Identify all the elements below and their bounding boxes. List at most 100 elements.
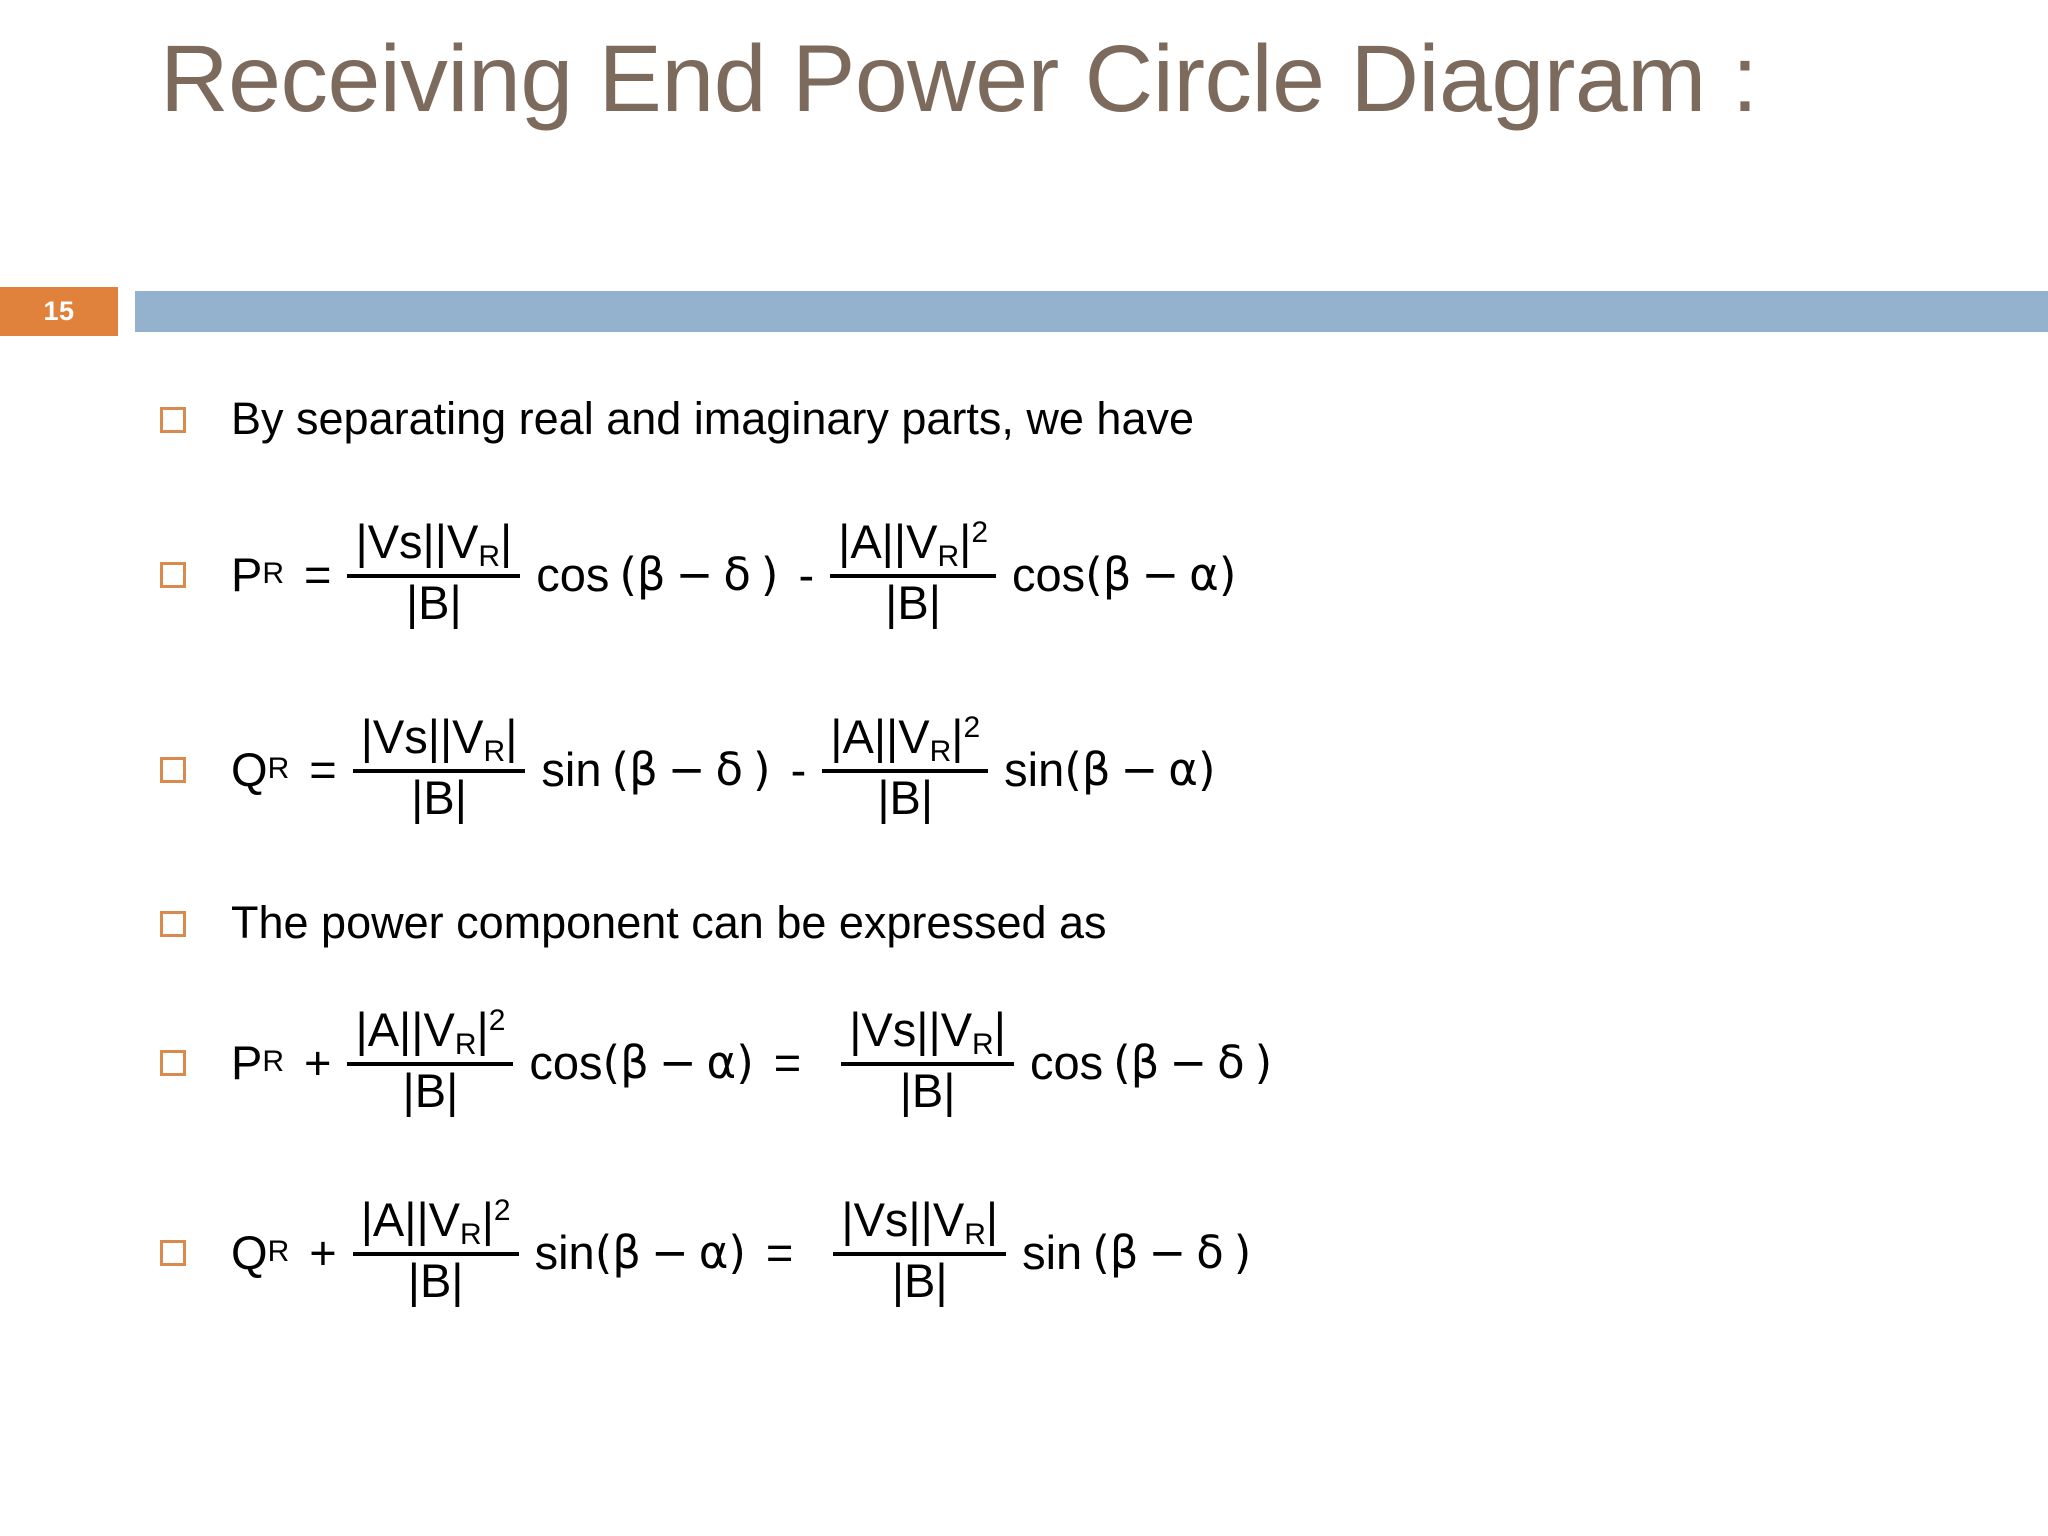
- greek-delta: δ: [723, 547, 751, 601]
- fraction-a-vr2-over-b: |A||VR|2 |B|: [822, 713, 989, 824]
- fraction-denominator: |B|: [877, 770, 934, 824]
- paren-close: ): [1197, 742, 1216, 796]
- greek-beta: β: [1109, 1225, 1139, 1279]
- greek-beta: β: [636, 547, 666, 601]
- minus-sign: −: [1148, 1225, 1187, 1279]
- num-text-a: |Vs||V: [841, 1193, 965, 1246]
- operator-equals: =: [765, 1225, 794, 1279]
- greek-beta: β: [620, 1035, 649, 1089]
- greek-delta: δ: [715, 742, 744, 796]
- header-accent-bar: [135, 291, 2048, 332]
- paren-open: (: [1064, 742, 1082, 796]
- fraction-numerator: |A||VR|2: [353, 1196, 519, 1252]
- operator-minus: -: [798, 547, 815, 601]
- greek-alpha: α: [698, 1225, 729, 1279]
- num-text-b: |: [951, 710, 964, 763]
- num-text-a: |A||V: [838, 515, 938, 568]
- fraction-a-vr2-over-b: |A||VR|2 |B|: [347, 1003, 514, 1117]
- variable-p: P: [231, 547, 263, 601]
- trig-function-sin: sin: [541, 742, 602, 796]
- fraction-vs-vr-over-b: |Vs||VR| |B|: [833, 1196, 1007, 1307]
- fraction-numerator: |Vs||VR|: [347, 518, 520, 574]
- fraction-vs-vr-over-b: |Vs||VR| |B|: [352, 713, 526, 824]
- page-number-label: 15: [43, 296, 75, 326]
- num-subscript: R: [929, 735, 952, 769]
- num-superscript: 2: [493, 1194, 511, 1228]
- fraction-denominator: |B|: [407, 1253, 464, 1307]
- operator-minus: -: [790, 742, 807, 796]
- fraction-denominator: |B|: [411, 770, 467, 824]
- greek-alpha: α: [1168, 742, 1198, 796]
- trig-function-sin: sin: [534, 1225, 595, 1279]
- minus-sign: −: [1120, 742, 1159, 796]
- trig-function-cos: cos: [1012, 547, 1086, 601]
- num-text-b: |: [481, 1193, 494, 1246]
- square-bullet-icon: [160, 1050, 186, 1077]
- minus-sign: −: [1141, 547, 1180, 601]
- fraction-numerator: |Vs||VR|: [841, 1006, 1014, 1062]
- fraction-denominator: |B|: [402, 1063, 459, 1117]
- minus-sign: −: [667, 742, 706, 796]
- operator-equals: =: [309, 742, 337, 796]
- page-number-badge: 15: [0, 287, 118, 336]
- num-text-b: |: [499, 515, 513, 568]
- greek-beta: β: [629, 742, 658, 796]
- greek-alpha: α: [1189, 547, 1219, 601]
- square-bullet-icon: [160, 562, 186, 589]
- num-text-b: |: [505, 710, 518, 763]
- num-subscript: R: [964, 1218, 986, 1252]
- paren-open: (: [1085, 547, 1103, 601]
- fraction-numerator: |Vs||VR|: [833, 1196, 1006, 1252]
- fraction-bar: [830, 573, 997, 578]
- paren-open: (: [602, 1035, 621, 1089]
- paren-open: (: [594, 1225, 613, 1279]
- fraction-denominator: |B|: [405, 575, 462, 629]
- variable-p: P: [231, 1035, 263, 1089]
- num-text-a: |A||V: [355, 1003, 455, 1056]
- num-text-b: |: [476, 1003, 489, 1056]
- list-item: The power component can be expressed as: [160, 898, 1107, 948]
- subscript-r: R: [267, 752, 290, 786]
- num-superscript: 2: [971, 516, 989, 550]
- paren-open: (: [1113, 1035, 1131, 1089]
- num-subscript: R: [478, 540, 500, 574]
- bullet-text: By separating real and imaginary parts, …: [231, 393, 1195, 444]
- num-text-a: |Vs||V: [849, 1003, 973, 1056]
- num-text-b: |: [993, 1003, 1006, 1056]
- paren-close: ): [736, 1035, 754, 1089]
- square-bullet-icon: [160, 406, 186, 433]
- bullet-text: The power component can be expressed as: [231, 897, 1107, 948]
- paren-close: ): [1233, 1225, 1252, 1279]
- fraction-denominator: |B|: [899, 1063, 956, 1117]
- num-text-b: |: [985, 1193, 999, 1246]
- variable-q: Q: [231, 742, 268, 796]
- fraction-bar: [352, 768, 526, 773]
- trig-function-cos: cos: [529, 1035, 603, 1089]
- paren-open: (: [619, 547, 637, 601]
- greek-beta: β: [612, 1225, 641, 1279]
- fraction-numerator: |Vs||VR|: [353, 713, 526, 769]
- subscript-r: R: [262, 1045, 285, 1079]
- trig-function-sin: sin: [1004, 742, 1065, 796]
- minus-sign: −: [1169, 1035, 1208, 1089]
- trig-function-sin: sin: [1022, 1225, 1083, 1279]
- fraction-bar: [841, 1061, 1014, 1066]
- fraction-bar: [833, 1251, 1007, 1256]
- fraction-numerator: |A||VR|2: [822, 713, 988, 769]
- fraction-bar: [347, 573, 521, 578]
- square-bullet-icon: [160, 757, 186, 784]
- fraction-a-vr2-over-b: |A||VR|2 |B|: [830, 515, 997, 627]
- greek-beta: β: [1130, 1035, 1160, 1089]
- fraction-bar: [822, 768, 989, 773]
- operator-equals: =: [773, 1035, 802, 1089]
- square-bullet-icon: [160, 910, 186, 937]
- fraction-vs-vr-over-b: |Vs||VR| |B|: [841, 1006, 1014, 1115]
- fraction-denominator: |B|: [891, 1253, 948, 1307]
- greek-delta: δ: [1217, 1035, 1245, 1089]
- minus-sign: −: [675, 547, 714, 601]
